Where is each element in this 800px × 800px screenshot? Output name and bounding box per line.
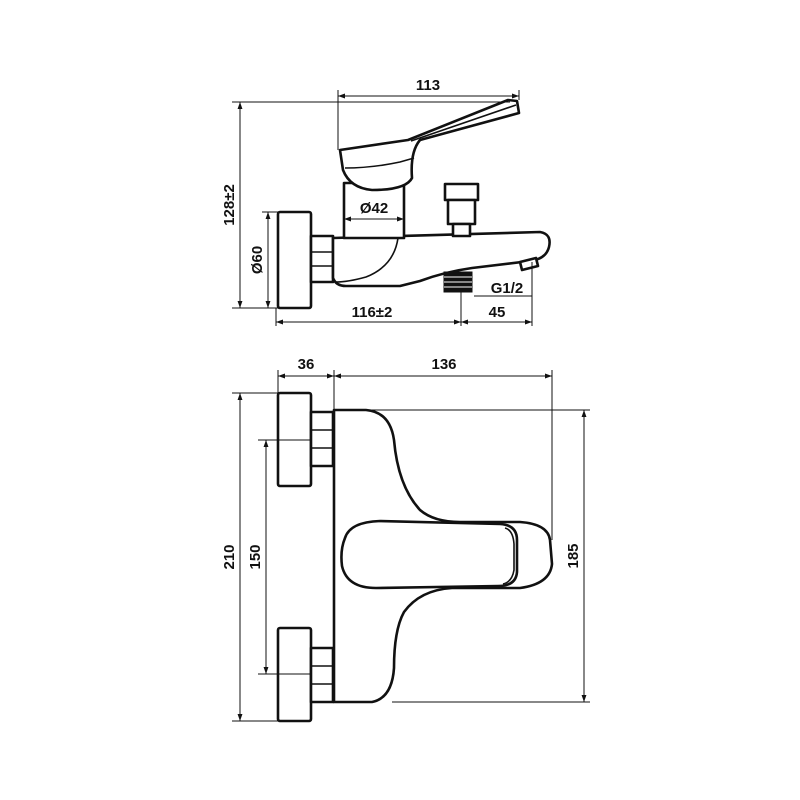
- dim-label-210: 210: [221, 544, 238, 569]
- side-view: 113 128±2 Ø42 Ø60 116±2 45 G1/2: [221, 77, 551, 326]
- dim-label-185: 185: [565, 543, 582, 568]
- side-outlet-nozzle: [518, 256, 540, 272]
- side-body-contour: [335, 237, 399, 283]
- top-nut-lower: [309, 646, 335, 704]
- side-diverter-knob: [443, 182, 480, 238]
- side-lever-inner-edge: [344, 157, 415, 169]
- top-view: 36 136 210 150 185: [221, 356, 590, 723]
- dim-label-136: 136: [431, 356, 456, 373]
- dim-label-45: 45: [489, 304, 506, 321]
- dim-label-113: 113: [416, 77, 440, 94]
- dim-label-g12: G1/2: [491, 280, 524, 297]
- dim-label-36: 36: [298, 356, 315, 373]
- dim-label-116: 116±2: [352, 304, 393, 321]
- top-nut-upper: [309, 410, 335, 468]
- side-wall-flange: [276, 210, 313, 310]
- dim-label-d60: Ø60: [249, 246, 266, 274]
- side-lever-top-edge: [410, 104, 517, 142]
- side-lever-handle: [338, 98, 521, 192]
- top-lever-inner: [502, 527, 515, 585]
- side-mixer-body: [331, 230, 551, 288]
- dim-label-d42: Ø42: [360, 200, 388, 217]
- side-hex-nut: [309, 234, 335, 284]
- dim-label-128: 128±2: [221, 184, 238, 226]
- top-lever-handle: [340, 519, 519, 590]
- dim-label-150: 150: [247, 544, 264, 569]
